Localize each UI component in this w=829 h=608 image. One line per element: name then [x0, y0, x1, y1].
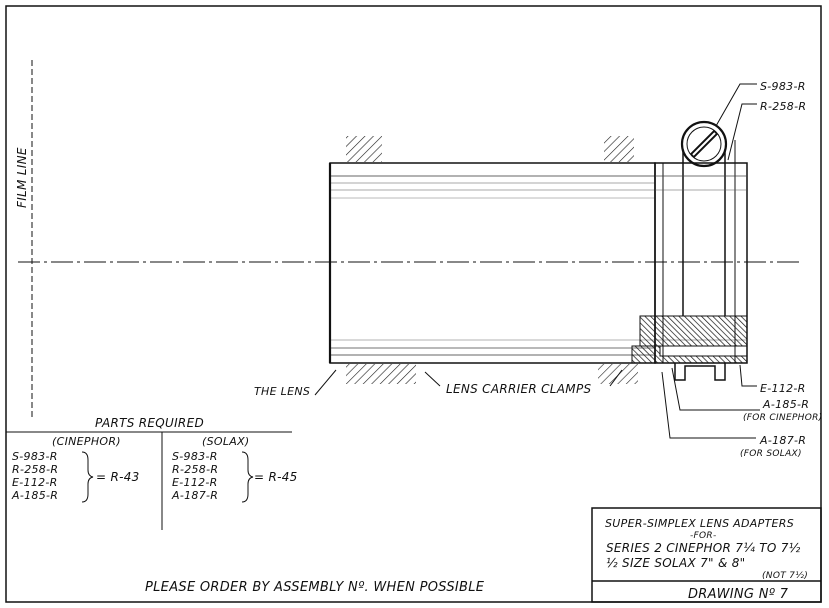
- label-the-lens: THE LENS: [254, 385, 310, 398]
- label-clamps: LENS CARRIER CLAMPS: [446, 382, 591, 396]
- cinephor-item-3: E-112-R: [12, 476, 58, 489]
- parts-required-table: PARTS REQUIRED (CINEPHOR) S-983-R R-258-…: [6, 416, 298, 530]
- drawing-number: DRAWING Nº 7: [688, 587, 789, 602]
- cinephor-item-1: S-983-R: [12, 450, 58, 463]
- solax-item-4: A-187-R: [171, 489, 218, 502]
- solax-item-3: E-112-R: [172, 476, 218, 489]
- parts-heading: PARTS REQUIRED: [95, 416, 204, 430]
- leader-lines: [314, 83, 760, 439]
- label-e112: E-112-R: [760, 382, 806, 395]
- label-a187: A-187-R: [759, 434, 806, 447]
- label-a187-note: (FOR SOLAX): [740, 449, 802, 459]
- label-r258: R-258-R: [760, 100, 806, 113]
- title-block: SUPER-SIMPLEX LENS ADAPTERS -FOR- SERIES…: [591, 507, 822, 603]
- cinephor-item-4: A-185-R: [11, 489, 58, 502]
- cinephor-assembly: = R-43: [96, 470, 140, 484]
- lens-carrier-clamps: [346, 136, 638, 384]
- adapter-collar: [631, 140, 748, 381]
- solax-brace: [241, 451, 254, 503]
- solax-item-1: S-983-R: [172, 450, 218, 463]
- order-note: PLEASE ORDER BY ASSEMBLY Nº. WHEN POSSIB…: [145, 580, 485, 595]
- lock-screw: [680, 120, 728, 168]
- cinephor-title: (CINEPHOR): [52, 435, 121, 448]
- label-s983: S-983-R: [760, 80, 806, 93]
- solax-title: (SOLAX): [202, 435, 250, 448]
- label-a185-note: (FOR CINEPHOR): [743, 413, 823, 423]
- title-line-3: SERIES 2 CINEPHOR 7¼ TO 7½: [606, 541, 801, 555]
- solax-assembly: = R-45: [254, 470, 298, 484]
- title-line-1: SUPER-SIMPLEX LENS ADAPTERS: [605, 517, 794, 530]
- lens-barrel: [328, 162, 656, 364]
- label-a185: A-185-R: [762, 398, 809, 411]
- solax-item-2: R-258-R: [172, 463, 218, 476]
- cinephor-item-2: R-258-R: [12, 463, 58, 476]
- title-line-5: (NOT 7½): [762, 571, 808, 581]
- title-line-4: ½ SIZE SOLAX 7" & 8": [606, 556, 746, 570]
- cinephor-brace: [81, 451, 94, 503]
- film-line-label: FILM LINE: [15, 147, 29, 208]
- title-line-2: -FOR-: [690, 531, 717, 541]
- sheet-border: [5, 5, 822, 603]
